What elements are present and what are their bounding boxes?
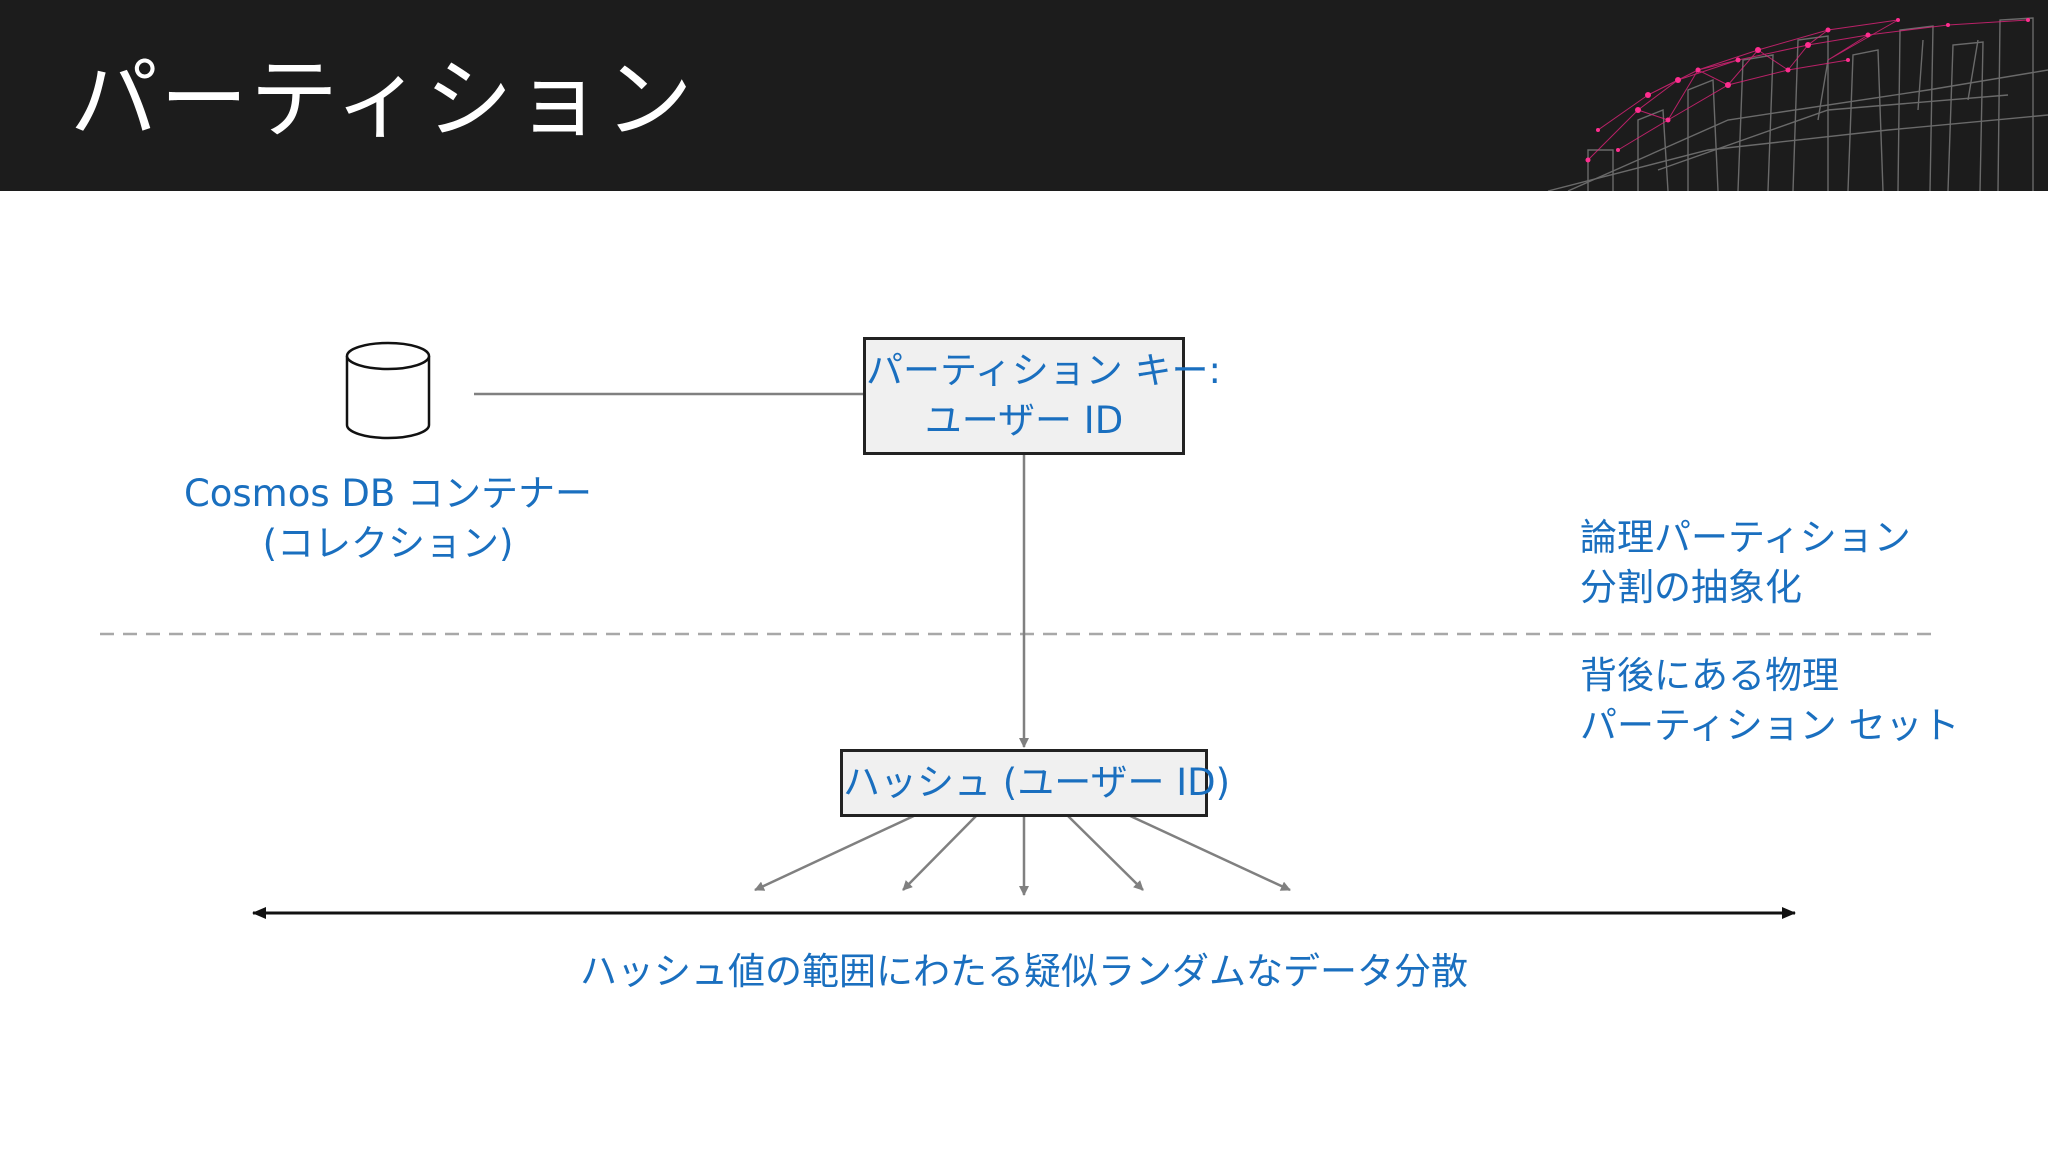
- logical-label-line2: 分割の抽象化: [1580, 566, 1802, 609]
- diagram-lines: [100, 341, 1940, 919]
- container-label: Cosmos DB コンテナー (コレクション): [150, 469, 626, 569]
- fanout-arrow-5: [1125, 812, 1291, 892]
- logical-label-line1: 論理パーティション: [1580, 516, 1911, 559]
- fanout-arrow-2: [902, 813, 979, 891]
- page-title: パーティション: [70, 48, 695, 151]
- partition-key-box: パーティション キー: ユーザー ID: [863, 337, 1222, 455]
- partition-key-line1: パーティション キー:: [866, 349, 1222, 392]
- logical-partition-label: 論理パーティション 分割の抽象化: [1580, 513, 1911, 613]
- distribution-label: ハッシュ値の範囲にわたる疑似ランダムなデータ分散: [580, 950, 1468, 993]
- physical-label-line2: パーティション セット: [1580, 704, 1960, 747]
- fanout-arrow-4: [1065, 813, 1144, 891]
- partition-key-line2: ユーザー ID: [924, 399, 1124, 442]
- hash-fanout-arrows: [754, 812, 1291, 896]
- fanout-arrow-1: [754, 812, 919, 892]
- network-city-graphic: [1547, 17, 2048, 191]
- hash-label: ハッシュ (ユーザー ID): [843, 761, 1231, 804]
- hash-box: ハッシュ (ユーザー ID): [840, 749, 1231, 817]
- database-cylinder-icon: [345, 341, 431, 440]
- partition-diagram: Cosmos DB コンテナー (コレクション) パーティション キー: ユーザ…: [0, 191, 2048, 1152]
- physical-label-line1: 背後にある物理: [1580, 654, 1839, 697]
- container-label-line1: Cosmos DB コンテナー: [183, 472, 593, 515]
- header-bar: パーティション: [0, 0, 2048, 191]
- container-label-line2: (コレクション): [262, 522, 514, 565]
- physical-partition-label: 背後にある物理 パーティション セット: [1580, 651, 1960, 751]
